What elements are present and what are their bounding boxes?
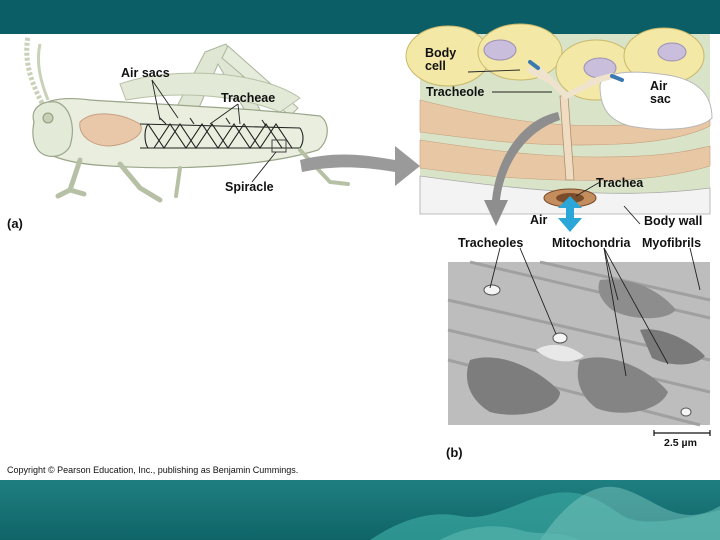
zoom-arrow — [484, 112, 560, 226]
label-air: Air — [530, 213, 548, 227]
bottom-banner — [0, 480, 720, 540]
electron-micrograph — [447, 260, 711, 427]
tracheal-system-diagram — [405, 23, 713, 232]
copyright-notice: Copyright © Pearson Education, Inc., pub… — [7, 465, 299, 475]
air-flow-arrow — [558, 202, 582, 232]
label-tracheole: Tracheole — [426, 85, 485, 99]
label-air-sac: Air sac — [650, 79, 671, 106]
label-body-wall: Body wall — [644, 214, 703, 228]
top-banner — [0, 0, 720, 34]
label-body-cell: Body cell — [425, 46, 457, 73]
label-trachea: Trachea — [596, 176, 644, 190]
label-spiracle: Spiracle — [225, 180, 274, 194]
panel-b-label: (b) — [446, 445, 463, 460]
label-air-sacs: Air sacs — [121, 66, 170, 80]
connector-arrow — [300, 146, 420, 186]
scale-bar-label: 2.5 µm — [664, 437, 697, 449]
scale-bar — [653, 430, 711, 436]
label-myofibrils: Myofibrils — [642, 236, 702, 250]
label-tracheae: Tracheae — [221, 91, 276, 105]
grasshopper-illustration — [24, 35, 350, 203]
label-tracheoles: Tracheoles — [458, 236, 524, 250]
panel-a-label: (a) — [7, 216, 23, 231]
wave-decoration — [370, 486, 720, 540]
label-mitochondria: Mitochondria — [552, 236, 631, 250]
leader-lines-b — [467, 69, 701, 377]
leader-lines-a — [151, 79, 277, 183]
